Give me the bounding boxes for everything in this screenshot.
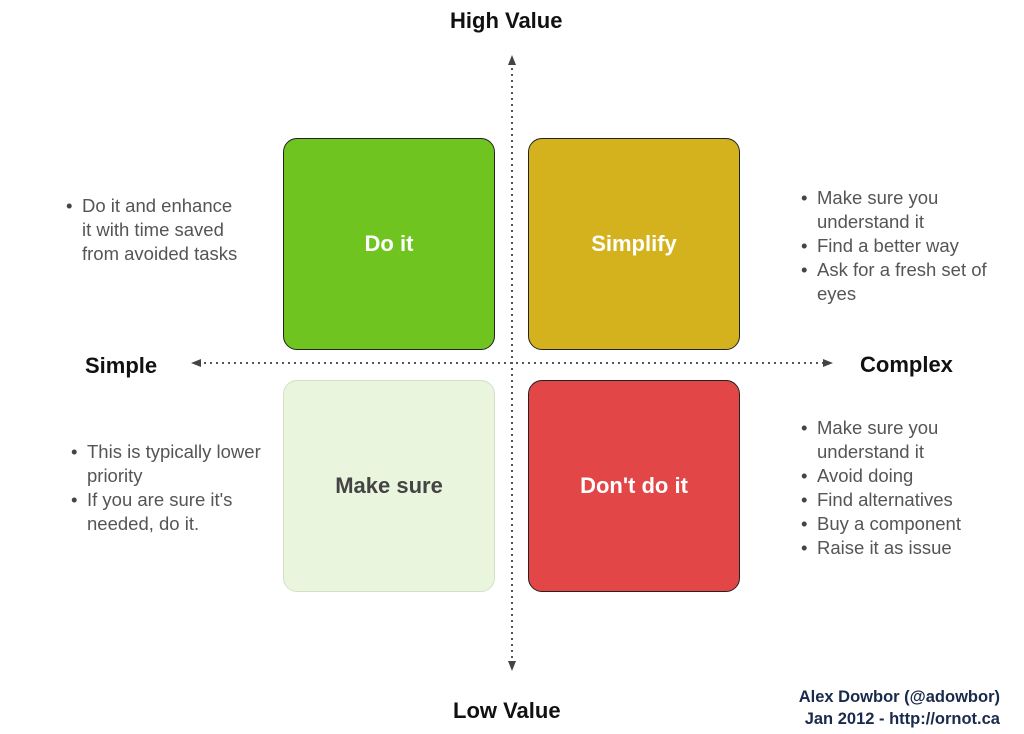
note-item: Find alternatives xyxy=(801,488,1001,512)
notes-make-sure: This is typically lower priority If you … xyxy=(71,440,261,536)
credit-date-url: Jan 2012 - http://ornot.ca xyxy=(804,710,1000,728)
quadrant-simplify: Simplify xyxy=(528,138,740,350)
arrow-up-icon xyxy=(508,55,516,65)
note-item: Make sure you understand it xyxy=(801,416,1001,464)
arrow-left-icon xyxy=(191,359,201,367)
note-item: Make sure you understand it xyxy=(801,186,1001,234)
quadrant-label: Don't do it xyxy=(580,473,688,498)
note-item: Avoid doing xyxy=(801,464,1001,488)
axis-label-high-value: High Value xyxy=(450,8,563,33)
quadrant-make-sure: Make sure xyxy=(283,380,495,592)
axis-label-simple: Simple xyxy=(85,353,158,378)
quadrant-label: Make sure xyxy=(335,473,443,498)
note-item: Buy a component xyxy=(801,512,1001,536)
note-item: Find a better way xyxy=(801,234,1001,258)
quadrant-label: Simplify xyxy=(591,231,677,256)
note-item: This is typically lower priority xyxy=(71,440,261,488)
notes-dont-do-it: Make sure you understand it Avoid doing … xyxy=(801,416,1001,560)
arrow-down-icon xyxy=(508,661,516,671)
credit-author: Alex Dowbor (@adowbor) xyxy=(798,688,1000,706)
quadrant-label: Do it xyxy=(364,231,414,256)
note-item: Do it and enhance it with time saved fro… xyxy=(66,194,241,266)
notes-simplify: Make sure you understand it Find a bette… xyxy=(801,186,1001,306)
arrow-right-icon xyxy=(823,359,833,367)
quadrant-dont-do-it: Don't do it xyxy=(528,380,740,592)
axis-label-low-value: Low Value xyxy=(453,698,561,723)
note-item: If you are sure it's needed, do it. xyxy=(71,488,261,536)
notes-do-it: Do it and enhance it with time saved fro… xyxy=(66,194,241,266)
axis-label-complex: Complex xyxy=(860,352,953,377)
note-item: Raise it as issue xyxy=(801,536,1001,560)
note-item: Ask for a fresh set of eyes xyxy=(801,258,1001,306)
author-credit: Alex Dowbor (@adowbor) Jan 2012 - http:/… xyxy=(799,686,1000,730)
quadrant-do-it: Do it xyxy=(283,138,495,350)
